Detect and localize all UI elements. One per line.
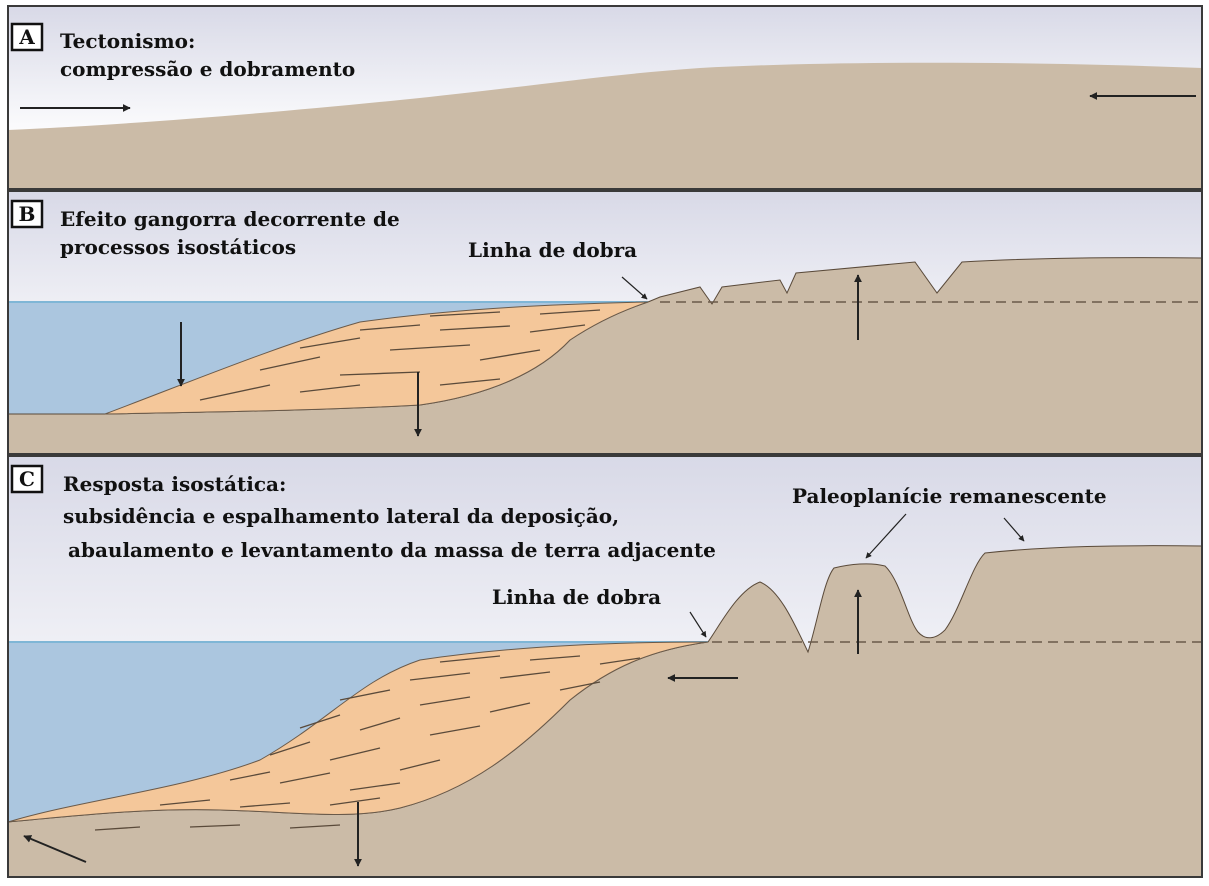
panel-b-hinge-leader bbox=[621, 276, 648, 300]
panel-a-title-line-2: compressão e dobramento bbox=[60, 57, 355, 81]
paleoplain-leader-left bbox=[865, 513, 907, 559]
panel-a-title-line-1: Tectonismo: bbox=[60, 29, 195, 53]
panel-b-hinge-label: Linha de dobra bbox=[468, 238, 637, 262]
lateral-spread-arrow bbox=[23, 835, 87, 863]
panel-a-letter: A bbox=[18, 25, 35, 49]
panel-a-land bbox=[8, 62, 1202, 189]
panel-c: C Resposta isostática: subsidência e esp… bbox=[7, 456, 1203, 878]
panel-c-sediment-wedge bbox=[7, 641, 709, 823]
panel-b-title-line-1: Efeito gangorra decorrente de bbox=[60, 207, 400, 231]
panel-c-title: Resposta isostática: subsidência e espal… bbox=[63, 472, 716, 562]
panel-b-strata-lines bbox=[199, 309, 601, 401]
panel-c-title-line-1: Resposta isostática: bbox=[63, 472, 286, 496]
panel-b-letter: B bbox=[19, 202, 36, 226]
panel-b-letter-box: B bbox=[10, 199, 44, 229]
panel-c-hinge-label: Linha de dobra bbox=[492, 585, 661, 609]
panel-a: A Tectonismo: compressão e dobramento bbox=[8, 6, 1202, 189]
panel-c-hinge-leader bbox=[689, 611, 707, 638]
panel-c-letter-box: C bbox=[10, 464, 44, 494]
panel-b-title-line-2: processos isostáticos bbox=[60, 235, 296, 259]
panel-b: B Efeito gangorra decorrente de processo… bbox=[7, 191, 1203, 455]
paleoplain-label: Paleoplanície remanescente bbox=[792, 484, 1107, 508]
panel-b-sediment-wedge bbox=[104, 301, 649, 415]
panel-c-title-line-3: abaulamento e levantamento da massa de t… bbox=[68, 538, 716, 562]
panel-c-title-line-2: subsidência e espalhamento lateral da de… bbox=[63, 504, 619, 528]
panel-a-title: Tectonismo: compressão e dobramento bbox=[60, 29, 355, 81]
panel-a-letter-box: A bbox=[10, 22, 44, 52]
panel-c-strata-lines bbox=[94, 655, 641, 831]
paleoplain-leader-right bbox=[1003, 517, 1025, 542]
panel-borders bbox=[7, 5, 1203, 878]
panel-c-letter: C bbox=[19, 467, 35, 491]
panel-b-title: Efeito gangorra decorrente de processos … bbox=[60, 207, 407, 259]
